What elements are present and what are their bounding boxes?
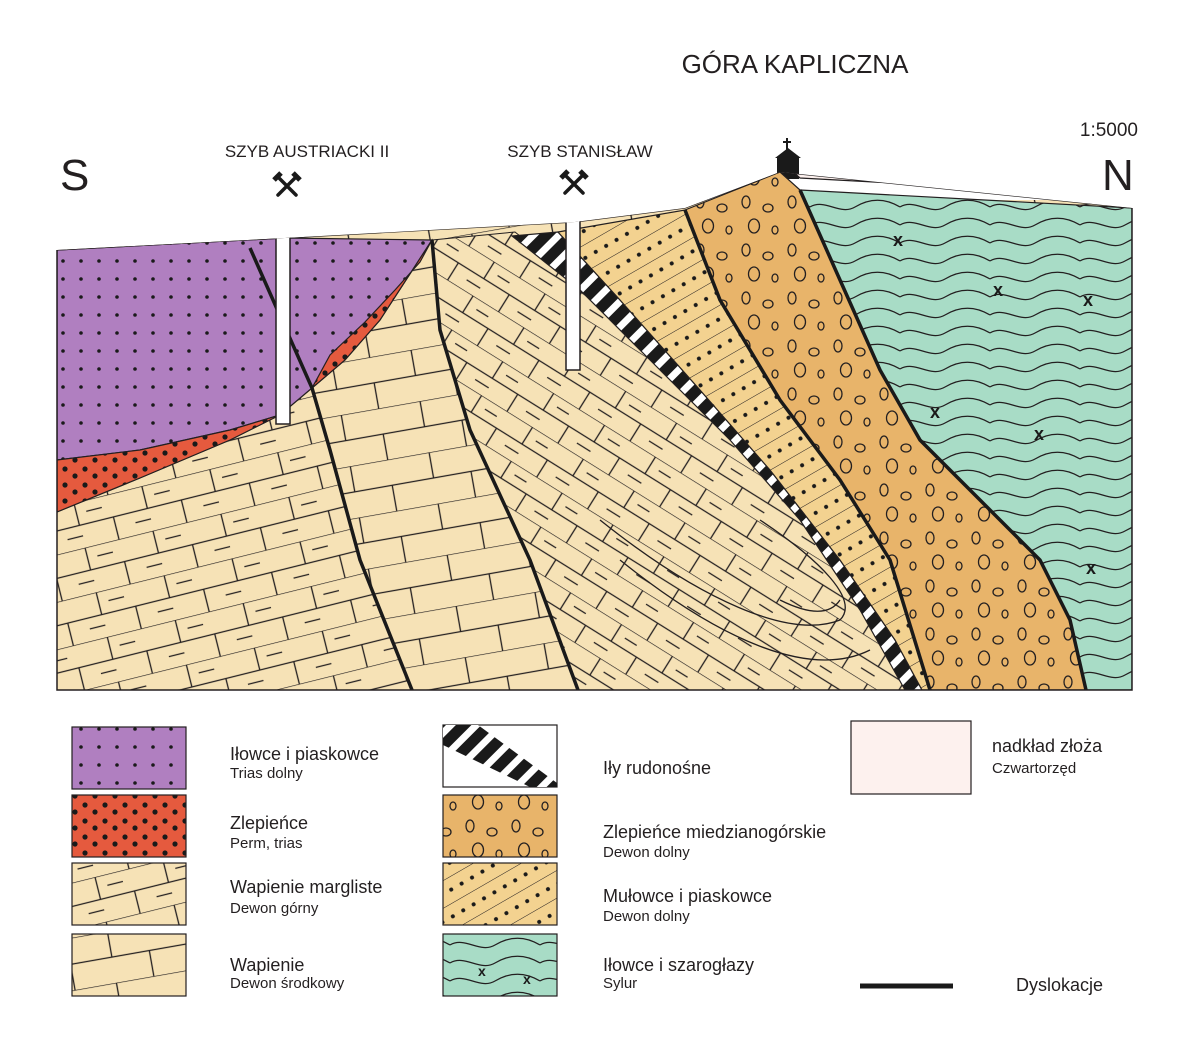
layer-zlepience-perm-wedge: [311, 239, 433, 389]
shaft-label-austriacki: SZYB AUSTRIACKI II: [225, 142, 389, 161]
legend-sublabel: Czwartorzęd: [992, 760, 1076, 777]
section-body: x x x x x x: [57, 172, 1132, 690]
shaft-label-stanislaw: SZYB STANISŁAW: [507, 142, 652, 161]
legend-swatch-wapienie: [71, 933, 187, 997]
shaft-austriacki: [275, 229, 291, 425]
direction-south: S: [60, 151, 89, 200]
legend-label: Wapienie margliste: [230, 877, 382, 897]
svg-text:x: x: [1083, 290, 1093, 310]
dislocation-line: [683, 209, 932, 690]
legend-swatch-ilowce-szaroglazy: x x: [442, 933, 558, 997]
svg-text:x: x: [478, 963, 486, 979]
legend-swatch-mulowce: [442, 862, 558, 926]
dislocation-line: [798, 189, 1088, 690]
legend-label: Zlepieńce: [230, 813, 308, 833]
legend-label: Iłowce i szarogłazy: [603, 955, 754, 975]
svg-text:x: x: [893, 230, 903, 250]
legend-swatch-zlepience: [71, 794, 187, 858]
legend-sublabel: Dewon środkowy: [230, 975, 345, 992]
legend-sublabel: Dewon górny: [230, 900, 319, 917]
legend-label: Iły rudonośne: [603, 758, 711, 778]
legend: Iłowce i piaskowce Trias dolny Zlepieńce…: [71, 720, 1103, 997]
legend-sublabel: Trias dolny: [230, 765, 303, 782]
legend-swatch-ily-rudonosne: [442, 724, 558, 788]
scale-label: 1:5000: [1080, 120, 1138, 141]
legend-label: Mułowce i piaskowce: [603, 886, 772, 906]
svg-text:x: x: [1034, 424, 1044, 444]
shaft-stanislaw: [565, 219, 581, 371]
svg-text:x: x: [1086, 558, 1096, 578]
legend-label: nadkład złoża: [992, 736, 1103, 756]
svg-text:x: x: [993, 280, 1003, 300]
mining-hammers-icon: [559, 169, 589, 195]
legend-label: Wapienie: [230, 955, 304, 975]
legend-sublabel: Dewon dolny: [603, 908, 690, 925]
legend-label: Zlepieńce miedzianogórskie: [603, 822, 826, 842]
dislocation-line: [430, 239, 580, 690]
dislocation-line: [248, 247, 414, 690]
direction-north: N: [1102, 151, 1134, 200]
legend-swatch-trias: [71, 726, 187, 790]
mining-hammers-icon: [272, 171, 302, 197]
legend-sublabel: Sylur: [603, 975, 637, 992]
legend-label: Iłowce i piaskowce: [230, 744, 379, 764]
svg-text:x: x: [523, 971, 531, 987]
legend-sublabel: Perm, trias: [230, 835, 303, 852]
legend-label: Dyslokacje: [1016, 975, 1103, 995]
legend-swatch-nadklad: [850, 720, 972, 795]
svg-text:x: x: [930, 402, 940, 422]
silurian-markers: x x x x x x: [893, 230, 1096, 578]
legend-sublabel: Dewon dolny: [603, 844, 690, 861]
layer-zlepience-perm-left: [57, 414, 281, 513]
section-title: GÓRA KAPLICZNA: [682, 49, 909, 79]
legend-swatch-zlepience-miedzianogorskie: [442, 794, 558, 858]
legend-swatch-wapienie-margliste: [71, 862, 187, 926]
